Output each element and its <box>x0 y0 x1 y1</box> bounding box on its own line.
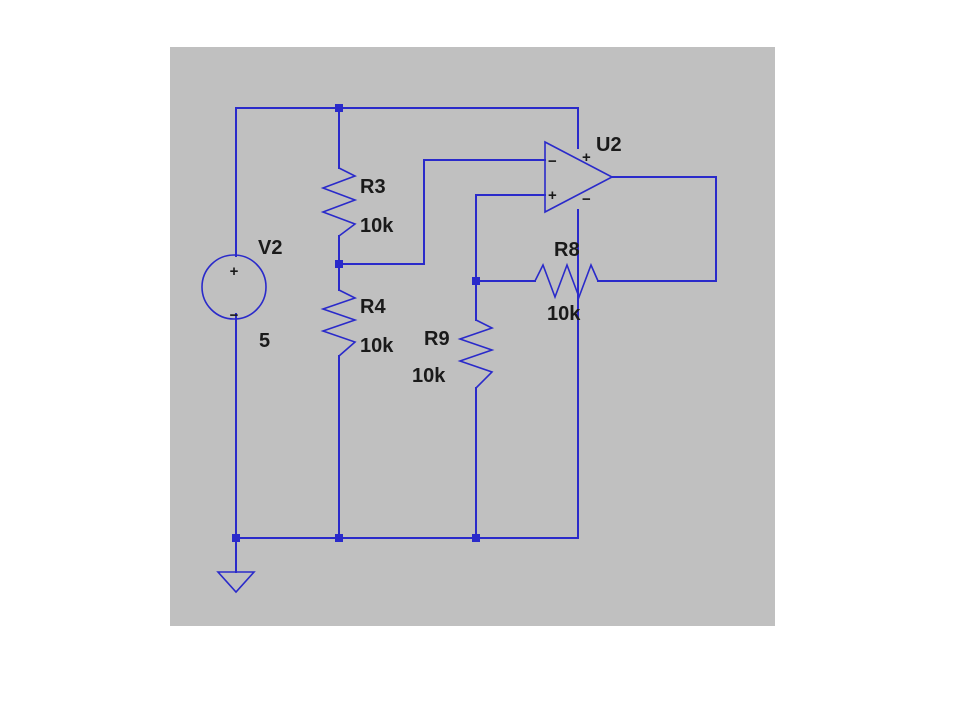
resistor-zigzag <box>320 167 358 237</box>
wire-top-rail <box>235 107 579 257</box>
opamp-noninverting-pin-label: + <box>548 187 557 204</box>
r4-value-label: 10k <box>360 335 394 357</box>
junction-dot <box>472 534 480 542</box>
wire-divider-to-inverting <box>338 159 546 265</box>
ground-icon <box>216 571 256 594</box>
source-plus-sign: + <box>230 263 239 280</box>
opamp-inverting-pin-label: − <box>548 153 557 170</box>
junction-dot <box>335 534 343 542</box>
u2-name-label: U2 <box>596 134 622 156</box>
r9-name-label: R9 <box>424 328 450 350</box>
r3-value-label: 10k <box>360 215 394 237</box>
resistor-r3: R3 10k <box>320 167 394 237</box>
junction-dot <box>232 534 240 542</box>
junction-dot <box>335 104 343 112</box>
junction-dot <box>472 277 480 285</box>
resistor-zigzag <box>534 262 599 300</box>
wires <box>235 107 717 573</box>
junctions <box>232 104 480 542</box>
voltage-source-v2: + − V2 5 <box>201 237 282 352</box>
schematic-sheet <box>170 47 775 626</box>
r4-name-label: R4 <box>360 296 386 318</box>
r8-value-label: 10k <box>547 303 581 325</box>
junction-dot <box>335 260 343 268</box>
v2-value-label: 5 <box>259 330 270 352</box>
opamp-u2: − + + − U2 <box>544 134 622 214</box>
opamp-triangle <box>544 140 614 214</box>
v2-name-label: V2 <box>258 237 282 259</box>
resistor-r4: R4 10k <box>320 289 394 357</box>
source-circle <box>201 254 267 320</box>
resistor-zigzag <box>457 319 495 389</box>
opamp-vneg-pin-label: − <box>582 191 591 208</box>
r9-value-label: 10k <box>412 365 446 387</box>
r8-name-label: R8 <box>554 239 580 261</box>
wire-feedback <box>597 176 717 282</box>
source-minus-sign: − <box>230 307 239 324</box>
resistor-zigzag <box>320 289 358 357</box>
resistor-r9: R9 10k <box>412 319 495 389</box>
opamp-vpos-pin-label: + <box>582 149 591 166</box>
r3-name-label: R3 <box>360 176 386 198</box>
wire-bottom-rail <box>235 209 579 539</box>
resistor-r8: R8 10k <box>534 239 599 325</box>
